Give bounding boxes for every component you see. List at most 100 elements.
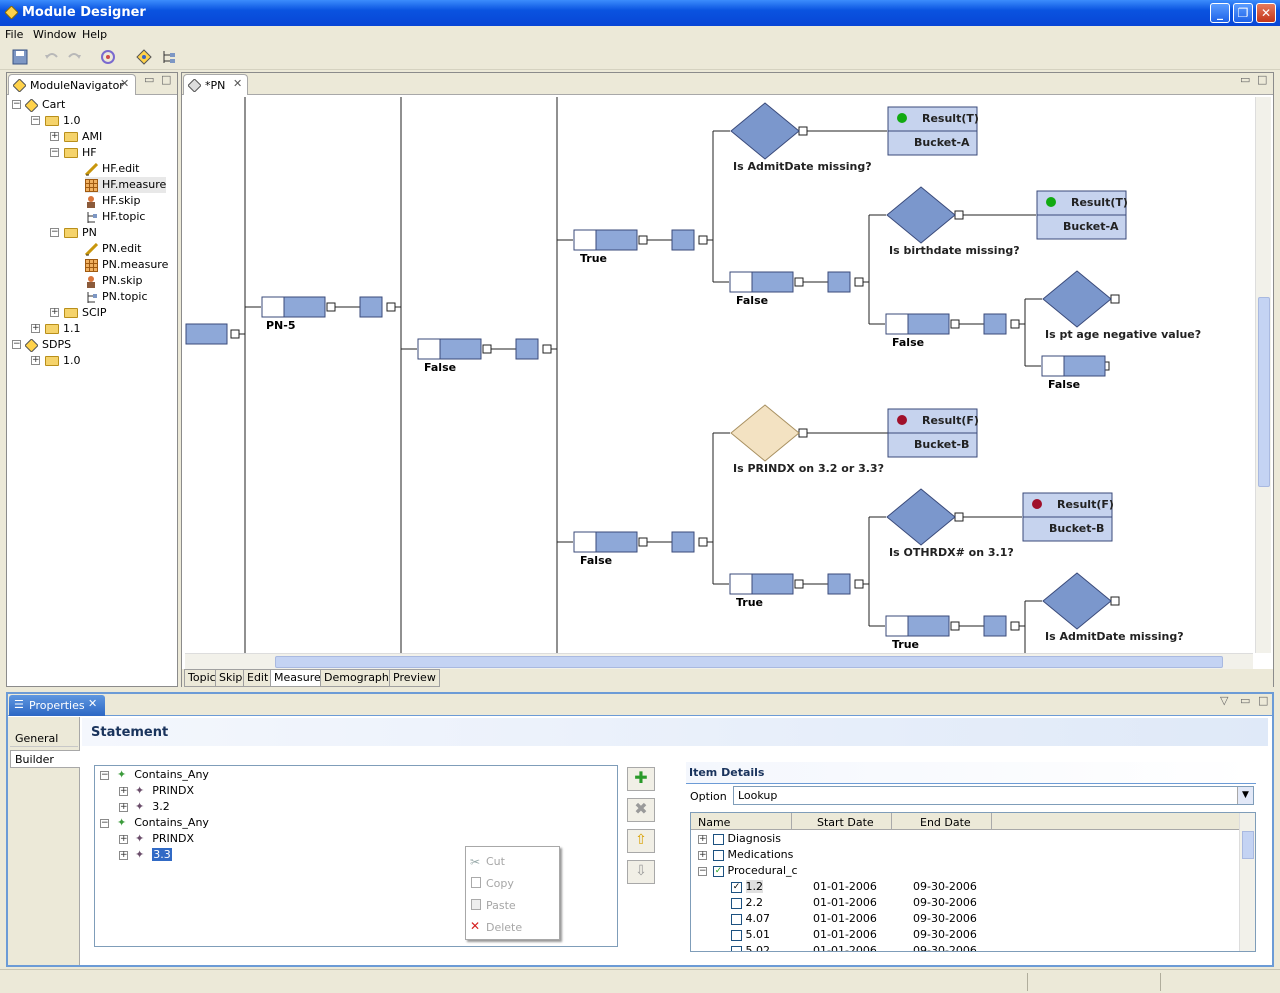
grid-scrollbar[interactable]	[1239, 813, 1255, 951]
bucket-a-1[interactable]: Bucket-A	[914, 136, 970, 149]
tree-toggle[interactable]: −	[100, 818, 109, 828]
checkbox[interactable]	[713, 849, 724, 861]
tree-item-hf-skip[interactable]: HF.skip	[85, 193, 140, 209]
decision-admitdate-1[interactable]: Is AdmitDate missing?	[733, 160, 872, 173]
tree-item-pn-topic[interactable]: PN.topic	[85, 289, 148, 305]
checkbox[interactable]	[713, 833, 724, 845]
checkbox[interactable]: ✓	[713, 865, 724, 877]
minimize-button[interactable]: _	[1210, 3, 1230, 23]
tree-item-sdps-1-0[interactable]: 1.0	[45, 353, 81, 369]
grid-row-procedural[interactable]: ✓ Procedural_c	[713, 863, 798, 879]
vertical-scrollbar[interactable]	[1255, 97, 1271, 653]
checkbox[interactable]	[731, 929, 742, 941]
decision-othrdx[interactable]: Is OTHRDX# on 3.1?	[889, 546, 1014, 559]
decision-prindx[interactable]: Is PRINDX on 3.2 or 3.3?	[733, 462, 884, 475]
tab-pn[interactable]: *PN ✕	[183, 74, 248, 95]
maximize-view-icon[interactable]: □	[1257, 73, 1268, 86]
grid-row-item[interactable]: 5.01	[731, 927, 770, 943]
tree-toggle[interactable]: +	[50, 131, 59, 141]
tree-item-pn-edit[interactable]: PN.edit	[85, 241, 141, 257]
menu-file[interactable]: File	[5, 28, 24, 41]
tree-toggle[interactable]: +	[119, 850, 128, 860]
refresh-icon[interactable]	[100, 49, 116, 65]
stmt-prindx-1[interactable]: ✦PRINDX	[135, 783, 194, 799]
tree-item-hf-measure[interactable]: HF.measure	[85, 177, 167, 193]
maximize-button[interactable]: ❐	[1233, 3, 1253, 23]
tab-properties[interactable]: ☰ Properties ✕	[9, 695, 105, 716]
close-icon[interactable]: ✕	[233, 77, 243, 90]
grid-row-diagnosis[interactable]: Diagnosis	[713, 831, 781, 847]
move-down-button[interactable]: ⇩	[627, 860, 655, 884]
tab-module-navigator[interactable]: ModuleNavigator ✕	[8, 74, 136, 95]
tree-item-pn-measure[interactable]: PN.measure	[85, 257, 168, 273]
tree-item-cart[interactable]: Cart	[25, 97, 65, 113]
remove-button[interactable]: ✖	[627, 798, 655, 822]
close-icon[interactable]: ✕	[88, 697, 98, 710]
bucket-a-2[interactable]: Bucket-A	[1063, 220, 1119, 233]
maximize-view-icon[interactable]: □	[161, 73, 172, 86]
column-name[interactable]: Name	[698, 816, 731, 829]
tree-toggle[interactable]: +	[698, 834, 707, 844]
menu-delete[interactable]: Delete	[486, 921, 523, 934]
tree-item-hf-topic[interactable]: HF.topic	[85, 209, 145, 225]
minimize-view-icon[interactable]: ▭	[1240, 73, 1251, 86]
tree-item-sdps[interactable]: SDPS	[25, 337, 71, 353]
scroll-thumb[interactable]	[1258, 297, 1270, 487]
result-false-2[interactable]: Result(F)	[1057, 498, 1114, 511]
grid-row-item[interactable]: 4.07	[731, 911, 770, 927]
tree-toggle[interactable]: +	[31, 355, 40, 365]
tab-edit[interactable]: Edit	[243, 669, 273, 687]
side-tab-general[interactable]: General	[10, 729, 78, 747]
menu-copy[interactable]: Copy	[486, 877, 514, 890]
undo-icon[interactable]	[44, 49, 60, 65]
stmt-value-3-2[interactable]: ✦3.2	[135, 799, 170, 815]
menu-help[interactable]: Help	[82, 28, 108, 41]
redo-icon[interactable]	[66, 49, 82, 65]
tree-item-ami[interactable]: AMI	[64, 129, 102, 145]
bucket-b-2[interactable]: Bucket-B	[1049, 522, 1105, 535]
stmt-prindx-2[interactable]: ✦PRINDX	[135, 831, 194, 847]
item-details-grid[interactable]: Name Start Date End Date + Diagnosis + M…	[690, 812, 1256, 952]
tree-toggle[interactable]: −	[50, 227, 59, 237]
checkbox[interactable]: ✓	[731, 881, 742, 893]
tree-item-scip[interactable]: SCIP	[64, 305, 107, 321]
tree-toggle[interactable]: −	[12, 99, 21, 109]
minimize-view-icon[interactable]: ▭	[144, 73, 155, 86]
tab-skip[interactable]: Skip	[215, 669, 247, 687]
tab-topic[interactable]: Topic	[184, 669, 220, 687]
add-button[interactable]: ✚	[627, 767, 655, 791]
result-false-1[interactable]: Result(F)	[922, 414, 979, 427]
tree-toggle[interactable]: +	[119, 834, 128, 844]
tree-toggle[interactable]: −	[12, 339, 21, 349]
tree-toggle[interactable]: −	[31, 115, 40, 125]
menu-paste[interactable]: Paste	[486, 899, 516, 912]
tree-toggle[interactable]: +	[31, 323, 40, 333]
grid-row-item[interactable]: 5.02	[731, 943, 770, 951]
menu-cut[interactable]: Cut	[486, 855, 505, 868]
maximize-view-icon[interactable]: □	[1258, 694, 1269, 707]
decision-birthdate[interactable]: Is birthdate missing?	[889, 244, 1020, 257]
close-button[interactable]: ✕	[1256, 3, 1276, 23]
decision-pt-age[interactable]: Is pt age negative value?	[1045, 328, 1202, 341]
stmt-contains-any-2[interactable]: ✦Contains_Any	[117, 815, 209, 831]
column-end-date[interactable]: End Date	[920, 816, 971, 829]
view-menu-icon[interactable]: ▽	[1220, 694, 1229, 707]
close-icon[interactable]: ✕	[120, 77, 130, 90]
tree-item-pn-skip[interactable]: PN.skip	[85, 273, 143, 289]
tree-layout-icon[interactable]	[160, 49, 176, 65]
tree-toggle[interactable]: −	[100, 770, 109, 780]
option-select[interactable]: Lookup ▼	[733, 786, 1254, 805]
tree-toggle[interactable]: +	[50, 307, 59, 317]
result-true-1[interactable]: Result(T)	[922, 112, 979, 125]
tree-item-pn[interactable]: PN	[64, 225, 97, 241]
side-tab-builder[interactable]: Builder	[10, 750, 80, 768]
chevron-down-icon[interactable]: ▼	[1237, 787, 1253, 804]
grid-row-medications[interactable]: Medications	[713, 847, 793, 863]
result-true-2[interactable]: Result(T)	[1071, 196, 1128, 209]
move-up-button[interactable]: ⇧	[627, 829, 655, 853]
stmt-contains-any-1[interactable]: ✦Contains_Any	[117, 767, 209, 783]
menu-window[interactable]: Window	[33, 28, 77, 41]
horizontal-scrollbar[interactable]	[185, 653, 1253, 669]
save-icon[interactable]	[12, 49, 28, 65]
checkbox[interactable]	[731, 913, 742, 925]
